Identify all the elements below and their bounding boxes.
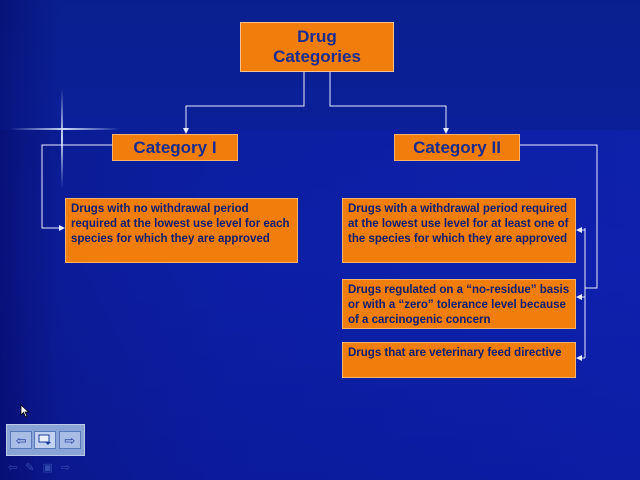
sparkle-decoration (61, 88, 63, 188)
item-text: Drugs that are veterinary feed directive (348, 347, 562, 359)
connector-cat1-item (41, 144, 112, 231)
category-2-item-1: Drugs with a withdrawal period required … (342, 198, 576, 263)
ghost-toolbar: ⇦ ✎ ▣ ⇨ (6, 460, 88, 474)
next-slide-button[interactable]: ⇨ (58, 431, 81, 449)
arrow-left-icon[interactable]: ⇦ (8, 461, 18, 474)
connector-cat2-bracket (520, 144, 598, 289)
category-1-label: Category I (133, 137, 217, 157)
item-text: Drugs with a withdrawal period required … (348, 203, 569, 245)
background-shade (0, 0, 60, 480)
arrow-right-icon[interactable]: ⇨ (60, 461, 71, 474)
connector-title-cat1 (183, 72, 305, 134)
slide-menu-button[interactable] (34, 431, 57, 449)
category-1-box: Category I (112, 134, 238, 161)
category-2-item-3: Drugs that are veterinary feed directive (342, 342, 576, 378)
sparkle-decoration (10, 128, 120, 130)
screen-icon[interactable]: ▣ (42, 461, 53, 474)
connector-cat2-item1 (576, 227, 586, 233)
arrow-left-icon: ⇦ (15, 432, 27, 448)
connector-title-cat2 (329, 72, 449, 134)
presenter-nav-panel: ⇦ ⇨ (6, 424, 85, 456)
pen-icon[interactable]: ✎ (25, 461, 35, 474)
previous-slide-button[interactable]: ⇦ (10, 431, 33, 449)
category-2-item-2: Drugs regulated on a “no-residue” basis … (342, 279, 576, 329)
slide-menu-icon (38, 434, 52, 445)
mouse-cursor-icon (20, 404, 30, 418)
category-2-label: Category II (413, 137, 501, 157)
item-text: Drugs regulated on a “no-residue” basis … (348, 284, 570, 326)
category-2-box: Category II (394, 134, 520, 161)
title-box: Drug Categories (240, 22, 394, 72)
slide-title: Drug Categories (273, 27, 361, 66)
item-text: Drugs with no withdrawal period required… (71, 203, 290, 245)
category-1-item-1: Drugs with no withdrawal period required… (65, 198, 298, 263)
arrow-right-icon: ⇨ (64, 432, 76, 448)
